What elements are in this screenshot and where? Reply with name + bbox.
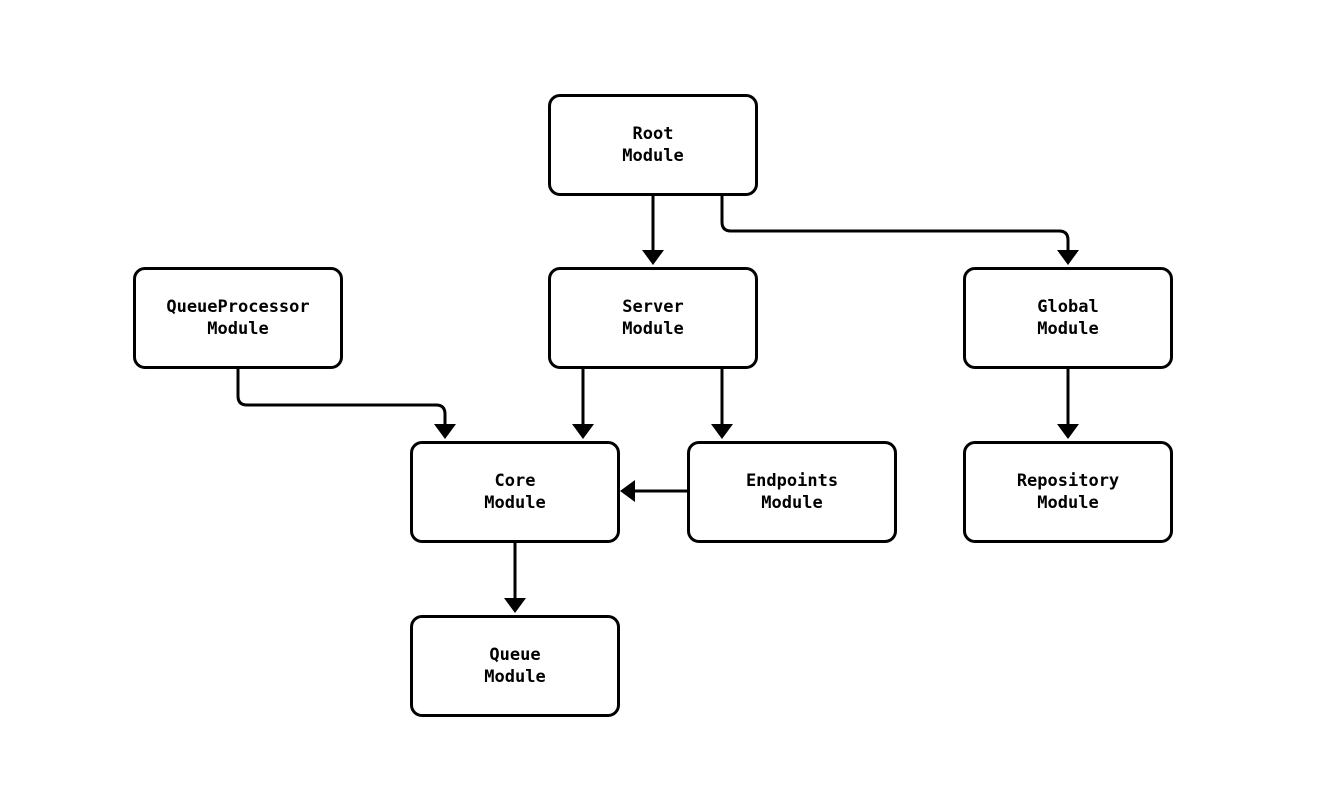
node-endpoints-label: Endpoints Module xyxy=(745,471,839,513)
arrowhead-global-repository xyxy=(1057,424,1079,439)
edge-server-endpoints xyxy=(711,369,733,439)
node-core[interactable]: Core Module xyxy=(410,441,620,543)
arrowhead-root-global xyxy=(1057,250,1079,265)
arrowhead-queueprocessor-core xyxy=(434,424,456,439)
edge-root-server xyxy=(642,196,664,265)
node-repository[interactable]: Repository Module xyxy=(963,441,1173,543)
node-global-label: Global Module xyxy=(1037,297,1099,339)
arrowhead-root-server xyxy=(642,250,664,265)
arrowhead-server-core xyxy=(572,424,594,439)
node-global[interactable]: Global Module xyxy=(963,267,1173,369)
edge-global-repository xyxy=(1057,369,1079,439)
node-queue-label: Queue Module xyxy=(484,645,546,687)
node-queueprocessor-label: QueueProcessor Module xyxy=(166,297,310,339)
arrowhead-endpoints-core xyxy=(620,480,635,502)
edge-queueprocessor-core xyxy=(236,369,456,439)
edge-root-global xyxy=(720,196,1079,265)
edge-server-core xyxy=(572,369,594,439)
edge-core-queue xyxy=(504,543,526,613)
node-repository-label: Repository Module xyxy=(1016,471,1120,513)
edge-endpoints-core xyxy=(620,480,687,502)
node-core-label: Core Module xyxy=(484,471,546,513)
node-server[interactable]: Server Module xyxy=(548,267,758,369)
arrowhead-server-endpoints xyxy=(711,424,733,439)
node-queueprocessor[interactable]: QueueProcessor Module xyxy=(133,267,343,369)
node-queue[interactable]: Queue Module xyxy=(410,615,620,717)
node-root-label: Root Module xyxy=(622,124,684,166)
node-endpoints[interactable]: Endpoints Module xyxy=(687,441,897,543)
node-root[interactable]: Root Module xyxy=(548,94,758,196)
node-server-label: Server Module xyxy=(622,297,684,339)
arrowhead-core-queue xyxy=(504,598,526,613)
